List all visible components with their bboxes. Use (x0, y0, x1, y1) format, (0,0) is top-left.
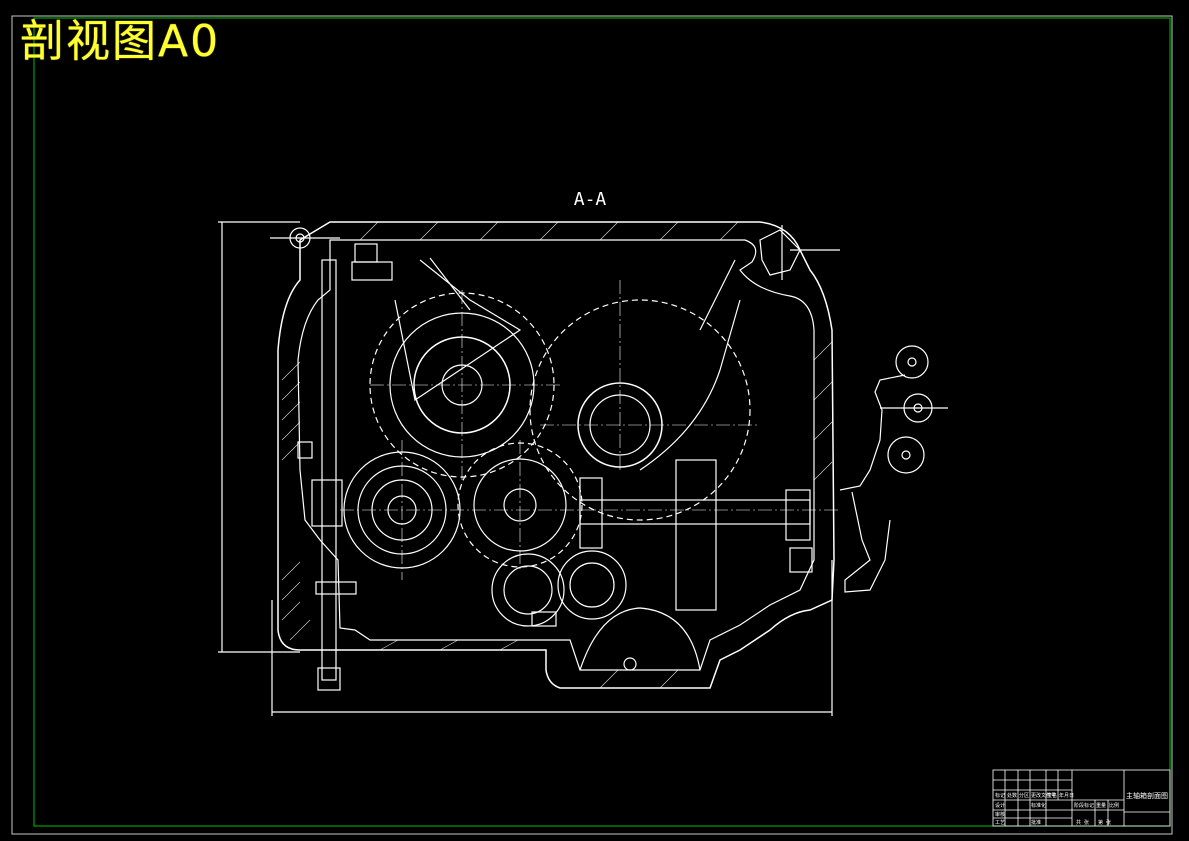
tb-cell-date: 年月日 (1059, 792, 1074, 799)
tb-cell-process: 工艺 (995, 820, 1005, 826)
tb-cell-count: 处数 (1007, 792, 1017, 799)
bottom-gear-left (491, 553, 565, 627)
tb-cell-standard: 标准化 (1031, 802, 1046, 809)
tb-cell-scale: 比例 (1109, 802, 1119, 809)
drawing-name: 主轴箱剖面图 (1126, 791, 1168, 800)
section-label: A-A (574, 189, 607, 210)
page-title: 剖视图A0 (20, 16, 221, 67)
bottom-gear-right (557, 550, 627, 620)
shift-lever (839, 374, 906, 593)
housing-inner (297, 239, 815, 671)
gearbox-section-drawing (218, 221, 948, 716)
tb-cell-sign: 签名 (1047, 792, 1057, 799)
tb-cell-mark: 标记 (995, 792, 1005, 799)
tb-cell-total-sheets: 共 张 (1076, 819, 1089, 826)
title-block (992, 769, 1171, 827)
tb-cell-sheet-no: 第 张 (1098, 819, 1111, 826)
tb-cell-stage: 阶段标记 (1074, 802, 1094, 809)
tb-cell-approve: 批准 (1031, 819, 1041, 826)
tb-cell-review: 审核 (995, 811, 1005, 818)
outer-border (11, 15, 1173, 835)
tb-cell-change-doc: 更改文件号 (1031, 792, 1056, 799)
vertical-shaft (321, 259, 337, 681)
tb-cell-zone: 分区 (1019, 792, 1029, 799)
housing-outer (277, 221, 835, 689)
tb-cell-weight: 重量 (1096, 802, 1106, 809)
tb-cell-design: 设计 (995, 802, 1005, 809)
